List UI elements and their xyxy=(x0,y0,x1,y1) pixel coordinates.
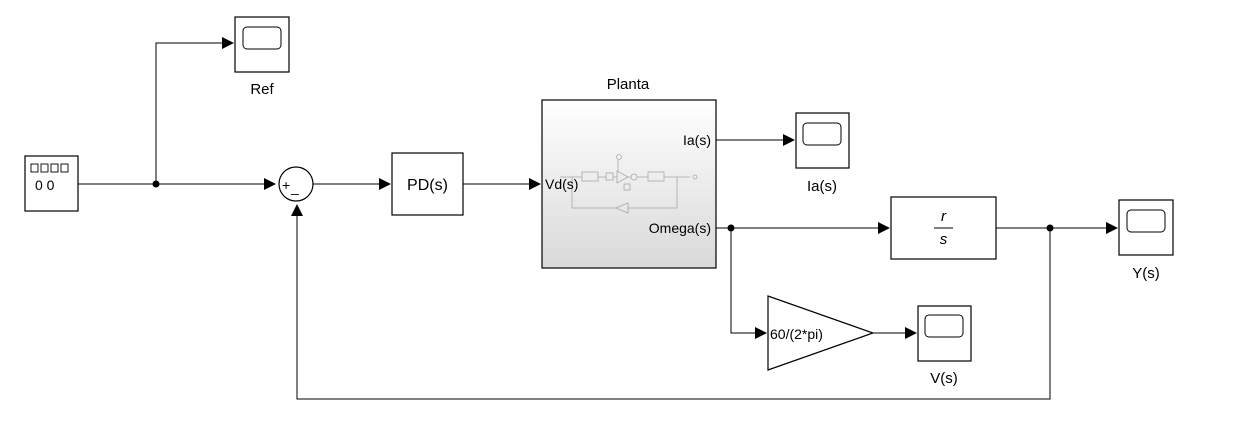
branch-point xyxy=(152,180,160,188)
scope-icon xyxy=(1126,209,1166,233)
signal-builder-icon xyxy=(30,163,69,173)
y-scope-label: Y(s) xyxy=(1132,265,1160,282)
wire-branch-to-gain[interactable] xyxy=(730,228,761,334)
sum-plus-sign: + xyxy=(282,177,290,193)
ia-scope-label: Ia(s) xyxy=(807,178,837,195)
wire-feedback-loop[interactable] xyxy=(296,210,1051,400)
signal-builder-label: 0 0 xyxy=(35,177,55,193)
arrowhead xyxy=(379,178,391,190)
arrowhead xyxy=(905,327,917,339)
pd-controller-label: PD(s) xyxy=(407,177,448,194)
pd-controller-block[interactable]: PD(s) xyxy=(391,152,464,216)
sum-block[interactable]: + _ xyxy=(278,166,314,202)
arrowhead xyxy=(291,204,303,216)
arrowhead xyxy=(783,134,795,146)
v-scope-label: V(s) xyxy=(930,370,958,387)
y-scope-block[interactable] xyxy=(1118,199,1174,256)
integrator-block[interactable]: r s xyxy=(890,196,997,260)
scope-icon xyxy=(242,26,282,50)
v-scope-block[interactable] xyxy=(917,305,972,362)
integrator-numerator: r xyxy=(941,208,947,225)
arrowhead xyxy=(755,327,767,339)
arrowhead xyxy=(1106,222,1118,234)
plant-input-port-label: Vd(s) xyxy=(545,176,578,192)
signal-wires xyxy=(78,37,1118,400)
plant-title: Planta xyxy=(607,76,650,93)
gain-block[interactable]: 60/(2*pi) xyxy=(767,295,875,371)
plant-subsystem-block[interactable]: Vd(s) Ia(s) Omega(s) xyxy=(541,99,717,269)
ref-scope-block[interactable] xyxy=(234,16,290,73)
wire-branch-to-ref-scope[interactable] xyxy=(155,42,228,184)
plant-output-port-ia-label: Ia(s) xyxy=(683,132,711,148)
scope-icon xyxy=(924,314,964,338)
integrator-denominator: s xyxy=(940,231,948,248)
subsystem-preview-icon xyxy=(560,154,698,214)
arrowhead xyxy=(264,178,276,190)
arrowhead xyxy=(878,222,890,234)
gain-label: 60/(2*pi) xyxy=(770,326,823,342)
arrowhead xyxy=(222,37,234,49)
signal-builder-block[interactable]: 0 0 xyxy=(24,155,79,212)
plant-output-port-omega-label: Omega(s) xyxy=(649,220,711,236)
scope-icon xyxy=(802,122,842,146)
sum-minus-sign: _ xyxy=(290,179,299,195)
ref-scope-label: Ref xyxy=(250,81,274,98)
ia-scope-block[interactable] xyxy=(795,112,850,169)
arrowhead xyxy=(529,178,541,190)
